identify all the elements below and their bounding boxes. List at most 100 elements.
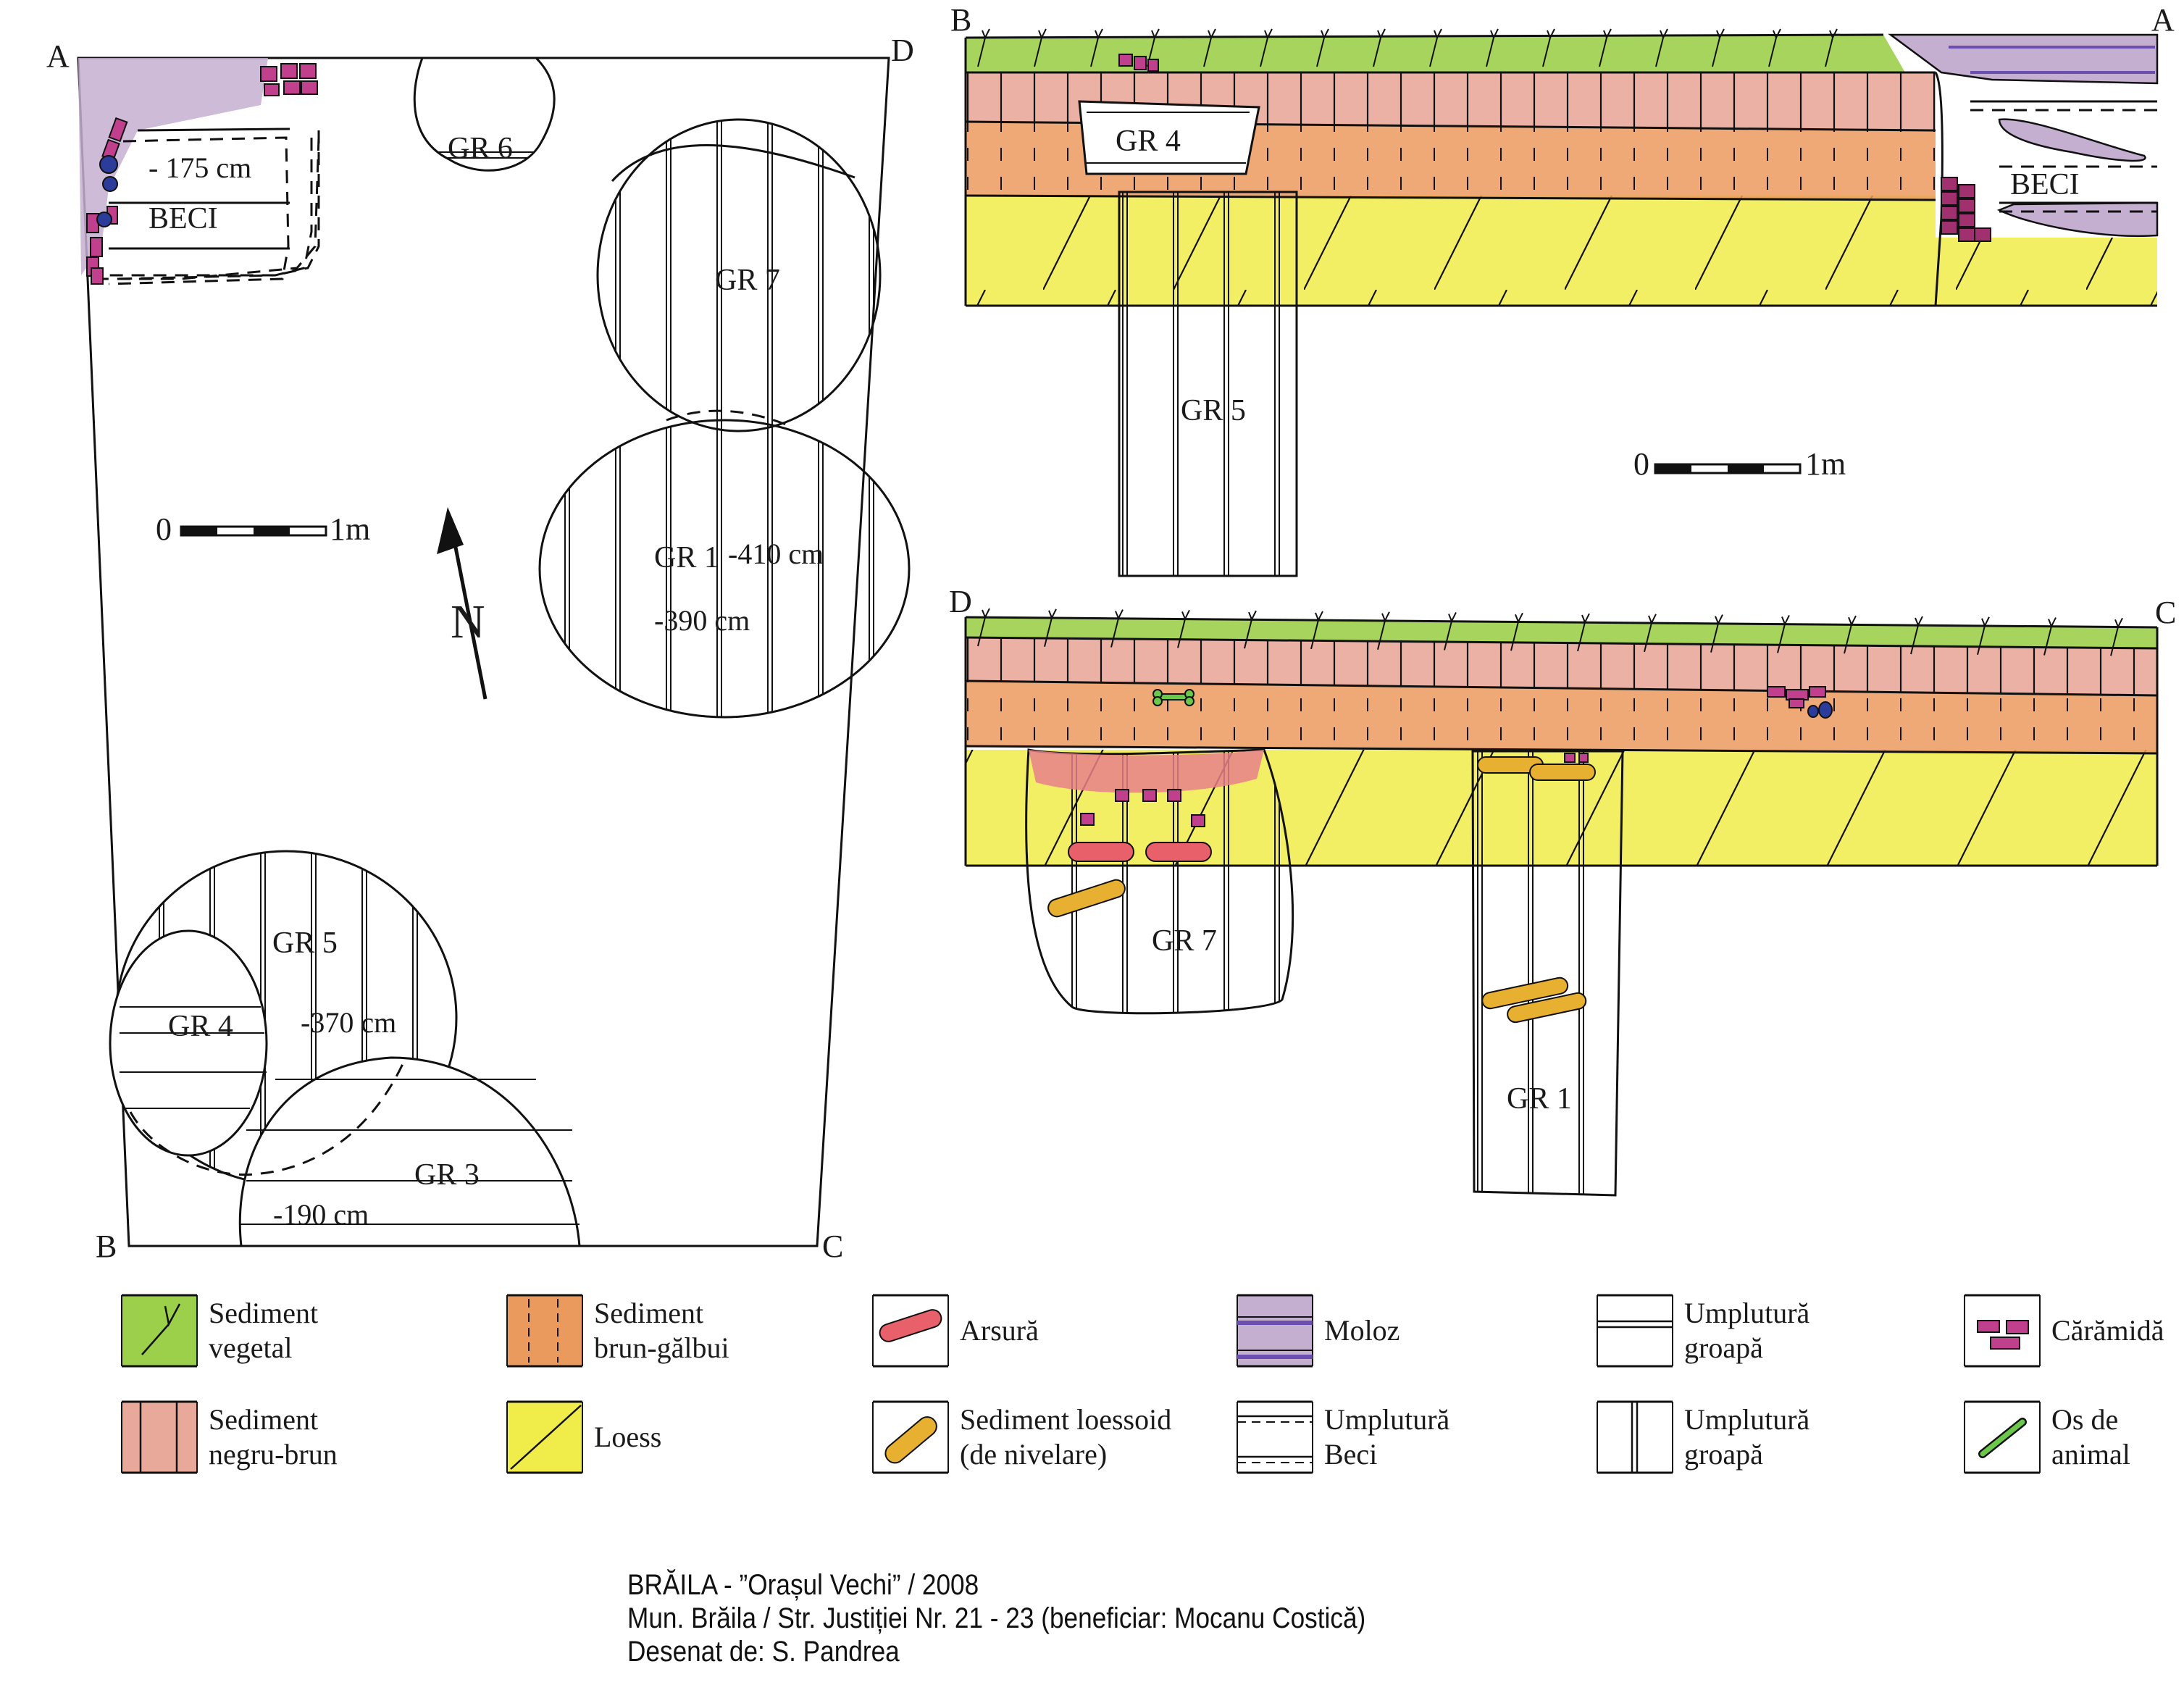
beci-label-section: BECI bbox=[2010, 168, 2080, 201]
legend-label: Umplutură bbox=[1324, 1403, 1450, 1436]
section-dc-left-label: D bbox=[949, 584, 972, 619]
legend-label-line2: negru-brun bbox=[209, 1438, 338, 1471]
gr5-label-section: GR 5 bbox=[1181, 394, 1246, 427]
caption: BRĂILA - ”Orașul Vechi” / 2008 Mun. Brăi… bbox=[627, 1568, 1365, 1668]
caption-title: BRĂILA - ”Orașul Vechi” / 2008 bbox=[627, 1569, 979, 1601]
legend-item-moloz: Moloz bbox=[1237, 1294, 1399, 1368]
pit-gr3-plan bbox=[238, 1056, 581, 1247]
gr5-label-plan: GR 5 bbox=[272, 927, 338, 960]
legend-swatch-umplutura-groapa-h bbox=[1597, 1294, 1673, 1368]
pit-gr1-plan bbox=[538, 419, 911, 719]
legend-swatch-arsura bbox=[872, 1294, 949, 1368]
legend-item-arsura: Arsură bbox=[872, 1294, 1039, 1368]
legend-label-line2: brun-gălbui bbox=[594, 1331, 729, 1364]
legend-label: Umplutură bbox=[1684, 1403, 1810, 1436]
legend-swatch-os bbox=[1964, 1400, 2041, 1474]
gr7-label-section: GR 7 bbox=[1152, 924, 1217, 958]
legend-label-line2: groapă bbox=[1684, 1438, 1763, 1471]
section-dc-right-label: C bbox=[2155, 595, 2176, 630]
legend-item-loess: Loess bbox=[506, 1400, 661, 1474]
legend-item-caramida: Cărămidă bbox=[1964, 1294, 2164, 1368]
vegetation-tick bbox=[1373, 28, 1386, 67]
legend-label-line2: groapă bbox=[1684, 1331, 1763, 1364]
section-b-a: 0 1m B A GR 4 GR 5 BECI bbox=[950, 2, 2175, 577]
beci-label-plan: BECI bbox=[148, 202, 218, 235]
north-arrow-icon bbox=[437, 507, 488, 700]
pit-gr5-section bbox=[1118, 191, 1298, 577]
legend-swatch-negru-brun bbox=[121, 1400, 198, 1474]
section-ba-right-label: A bbox=[2151, 2, 2175, 38]
caption-address: Mun. Brăila / Str. Justiției Nr. 21 - 23… bbox=[627, 1602, 1366, 1634]
pit-gr4-section bbox=[1078, 100, 1260, 175]
vegetation-tick bbox=[1825, 28, 1838, 67]
legend-label: Loess bbox=[594, 1421, 661, 1453]
legend-label-line2: vegetal bbox=[209, 1331, 293, 1364]
scale-bar-plan bbox=[180, 525, 327, 537]
legend-item-loessoid: Sediment loessoid(de nivelare) bbox=[872, 1400, 1171, 1474]
plan-view: 0 1m N A D B C - 175 cm BECI GR 6 GR 7 G… bbox=[46, 33, 914, 1264]
legend-label: Sediment bbox=[209, 1297, 318, 1329]
legend-swatch-vegetal bbox=[121, 1294, 198, 1368]
vegetation-tick bbox=[1486, 28, 1499, 67]
corner-c-plan: C bbox=[822, 1229, 843, 1264]
legend-swatch-brun-galbui bbox=[506, 1294, 583, 1368]
legend-label: Umplutură bbox=[1684, 1297, 1810, 1329]
vegetation-tick bbox=[1316, 28, 1329, 67]
beci-depth-plan: - 175 cm bbox=[148, 151, 251, 184]
pit-gr6-plan bbox=[413, 57, 556, 172]
vegetation-tick bbox=[1599, 28, 1612, 67]
gr1-depth-b-plan: -390 cm bbox=[654, 604, 750, 637]
scale-end-plan: 1m bbox=[330, 511, 370, 547]
corner-d-plan: D bbox=[891, 33, 914, 68]
legend-label-line2: (de nivelare) bbox=[960, 1438, 1107, 1471]
vegetation-tick bbox=[1542, 28, 1555, 67]
legend-swatch-umplutura-beci bbox=[1237, 1400, 1313, 1474]
legend-swatch-caramida bbox=[1964, 1294, 2041, 1368]
gr5-depth-plan: -370 cm bbox=[301, 1006, 396, 1039]
caption-author: Desenat de: S. Pandrea bbox=[627, 1636, 900, 1668]
gr4-label-section: GR 4 bbox=[1116, 125, 1181, 158]
legend-swatch-moloz bbox=[1237, 1294, 1313, 1368]
legend-swatch-loessoid bbox=[872, 1400, 949, 1474]
legend-label-line2: animal bbox=[2051, 1438, 2130, 1471]
vegetation-tick bbox=[1768, 28, 1781, 67]
vegetation-tick bbox=[1655, 28, 1668, 67]
corner-a-plan: A bbox=[46, 38, 70, 74]
vegetation-tick bbox=[1429, 28, 1442, 67]
legend-label: Cărămidă bbox=[2051, 1314, 2164, 1347]
scale-end-section: 1m bbox=[1805, 446, 1846, 482]
gr4-label-plan: GR 4 bbox=[168, 1010, 233, 1043]
legend-label-line2: Beci bbox=[1324, 1438, 1377, 1471]
section-ba-left-label: B bbox=[950, 2, 971, 38]
layer-vegetal-ba bbox=[966, 35, 1905, 72]
legend-label: Sediment bbox=[594, 1297, 703, 1329]
north-label: N bbox=[451, 595, 485, 648]
trench-outline bbox=[77, 57, 890, 1247]
legend-label: Os de bbox=[2051, 1403, 2118, 1436]
legend-label: Sediment loessoid bbox=[960, 1403, 1171, 1436]
gr1-label-section: GR 1 bbox=[1507, 1082, 1572, 1116]
scale-start-plan: 0 bbox=[156, 511, 172, 547]
legend-label: Moloz bbox=[1324, 1314, 1399, 1347]
legend: SedimentvegetalSedimentbrun-gălbuiArsură… bbox=[121, 1294, 2164, 1474]
legend-swatch-loess bbox=[506, 1400, 583, 1474]
gr3-depth-plan: -190 cm bbox=[273, 1198, 369, 1231]
scale-bar-section bbox=[1654, 463, 1802, 474]
loessoid-patch bbox=[1047, 879, 1126, 918]
vegetation-tick bbox=[1712, 28, 1725, 67]
legend-swatch-umplutura-groapa-v bbox=[1597, 1400, 1673, 1474]
section-d-c: D C GR 7 GR 1 bbox=[949, 584, 2176, 1197]
legend-label: Arsură bbox=[960, 1314, 1039, 1347]
gr7-label-plan: GR 7 bbox=[715, 264, 780, 297]
legend-label: Sediment bbox=[209, 1403, 318, 1436]
corner-b-plan: B bbox=[96, 1229, 117, 1264]
beci-plan bbox=[86, 63, 320, 285]
moloz-area-plan bbox=[78, 58, 268, 275]
